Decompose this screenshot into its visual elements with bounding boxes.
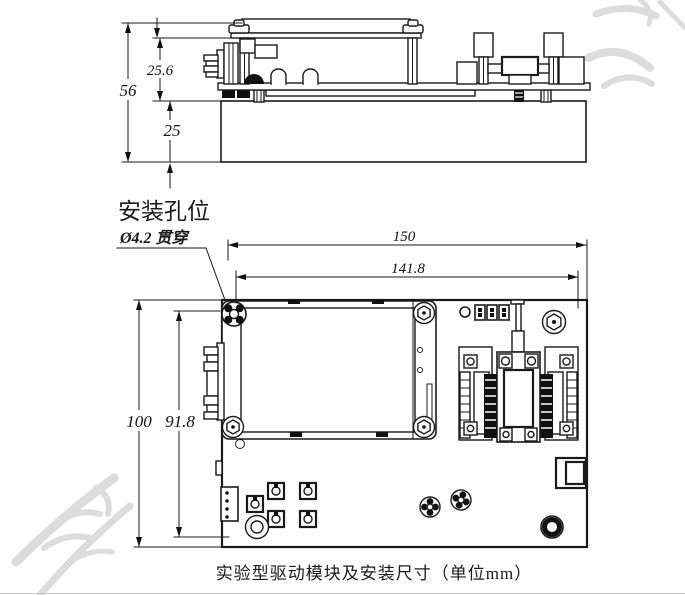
leadscrew-left xyxy=(484,374,497,438)
standoff-left xyxy=(253,89,265,103)
component-dome xyxy=(244,74,264,84)
dim-label-total-height: 56 xyxy=(120,81,138,100)
motor-assembly-side xyxy=(456,32,585,85)
component-cap-2 xyxy=(302,68,319,85)
component-cap-1 xyxy=(270,68,287,85)
cover-flange xyxy=(230,32,422,39)
sensor-pin xyxy=(510,299,525,353)
led-indicators xyxy=(474,304,510,321)
dim-label-hole-spacing-h: 141.8 xyxy=(391,261,425,277)
rail-left xyxy=(458,346,493,441)
base-block xyxy=(220,100,587,163)
spacer-plate xyxy=(265,89,476,97)
bracket-screw-bottom-right xyxy=(412,415,436,439)
phillips-screw-1 xyxy=(419,496,441,518)
dim-label-hole-spacing-v: 91.8 xyxy=(165,412,195,431)
side-connector xyxy=(203,38,278,85)
cover-post-right xyxy=(407,37,418,85)
carriage xyxy=(496,351,541,443)
pin-header-4 xyxy=(220,486,239,522)
side-view: 56 25.6 25 xyxy=(115,17,591,189)
board-hole-small xyxy=(459,306,471,318)
jumper-pads xyxy=(245,481,318,529)
side-view-dimensions: 56 25.6 25 xyxy=(115,17,243,189)
dim-label-board-width: 150 xyxy=(393,229,416,245)
power-connector xyxy=(554,456,588,490)
top-view-dimensions: 150 141.8 100 91.8 xyxy=(124,229,588,548)
leadscrew-right xyxy=(540,374,553,438)
watermark-bottom-left xyxy=(11,473,134,595)
phillips-screw-2 xyxy=(450,489,472,511)
figure-caption: 实验型驱动模块及安装尺寸（单位mm） xyxy=(216,564,532,583)
cover-plate xyxy=(241,18,411,34)
edge-tab xyxy=(215,460,223,476)
dim-label-board-height: 100 xyxy=(126,412,152,431)
hex-screw-top-right xyxy=(541,309,567,335)
mounting-hole-callout: 安装孔位 Ø4.2 贯穿 xyxy=(116,199,244,336)
db9-connector xyxy=(203,342,225,421)
display-window xyxy=(240,307,416,433)
watermark-top-right xyxy=(584,0,685,89)
buzzer xyxy=(244,514,270,540)
dim-label-upper-height: 25.6 xyxy=(147,63,174,79)
dim-label-base-height: 25 xyxy=(164,121,181,140)
standoff-right xyxy=(540,89,552,103)
pcb-side xyxy=(217,82,591,91)
mounting-hole-bottom-right xyxy=(540,515,564,539)
bracket-screw-bottom-left xyxy=(221,415,245,439)
mounting-hole-top-left xyxy=(221,301,247,327)
cover-screw-left xyxy=(228,19,250,34)
bracket-screw-top-right xyxy=(412,301,436,325)
cover-screw-right xyxy=(402,19,424,34)
callout-title: 安装孔位 xyxy=(118,199,210,224)
callout-spec: Ø4.2 贯穿 xyxy=(119,229,191,247)
top-view: 150 141.8 100 91.8 xyxy=(124,229,589,549)
